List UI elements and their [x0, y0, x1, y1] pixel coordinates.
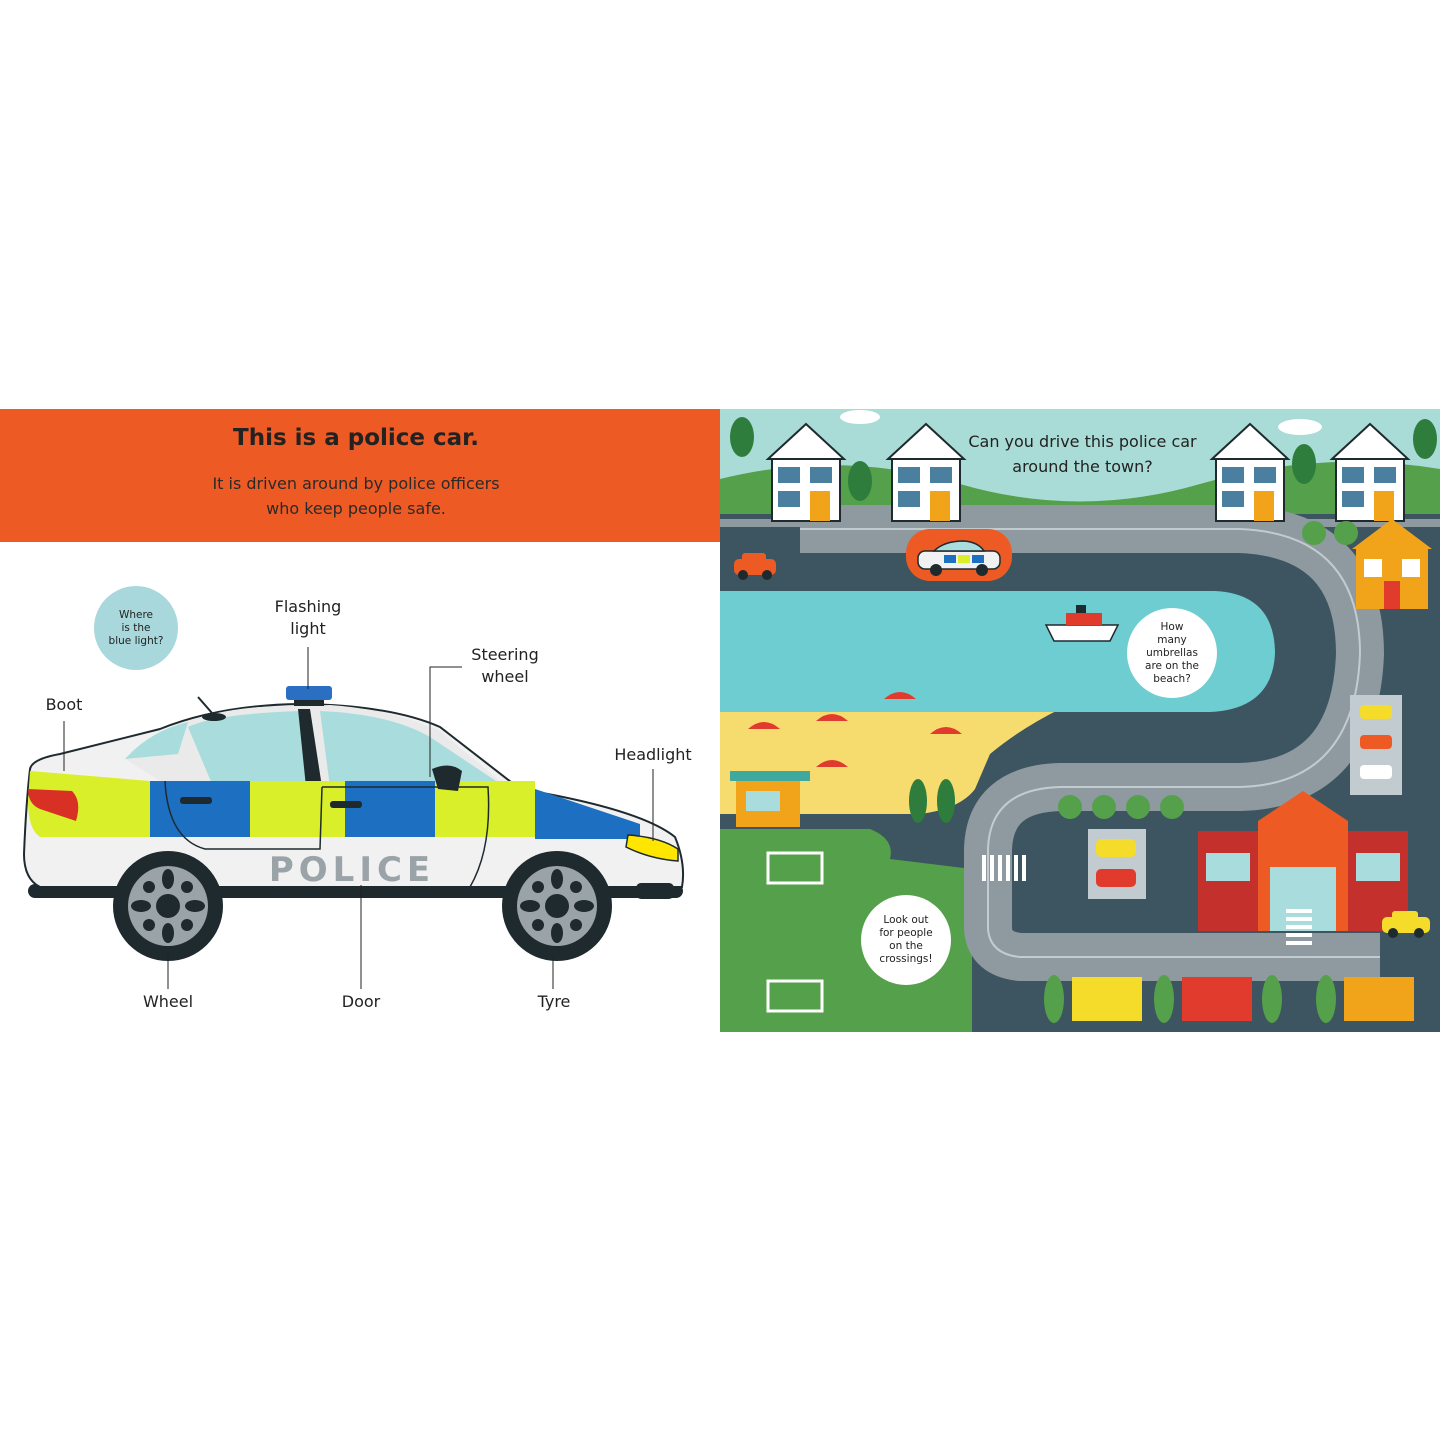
label-door: Door: [341, 992, 381, 1011]
front-vent: [636, 883, 674, 899]
stripe-blue-1: [150, 781, 250, 837]
rear-window: [125, 722, 188, 759]
crossing-line-2: for people: [879, 927, 933, 939]
front-door-handle: [330, 801, 362, 808]
police-car-illustration: POLICE: [22, 647, 685, 989]
title-banner: This is a police car. It is driven aroun…: [0, 409, 720, 542]
rear-door-handle: [180, 797, 212, 804]
subtitle-line-2: who keep people safe.: [266, 499, 446, 518]
label-wheel: Wheel: [142, 992, 194, 1011]
rear-wheel: [113, 851, 223, 961]
umbrella-line-5: beach?: [1153, 672, 1191, 685]
town-map-illustration: [720, 409, 1440, 1032]
umbrella-line-2: many: [1157, 633, 1187, 646]
umbrella-line-4: are on the: [1145, 659, 1199, 672]
headlight-shape: [625, 834, 679, 862]
label-steering-wheel-line-2: wheel: [481, 667, 529, 686]
page-subtitle: It is driven around by police officers w…: [0, 471, 712, 521]
book-spread: This is a police car. It is driven aroun…: [0, 409, 1440, 1032]
town-question-line-1: Can you drive this police car: [968, 432, 1197, 451]
bubble-line-2: is the: [121, 621, 151, 634]
label-flashing-light-line-2: light: [290, 619, 326, 638]
water: [720, 591, 1275, 712]
left-page: This is a police car. It is driven aroun…: [0, 409, 720, 1032]
front-wheel: [502, 851, 612, 961]
main-road-edge: [800, 528, 1380, 958]
windscreen: [320, 711, 505, 787]
label-tyre: Tyre: [537, 992, 571, 1011]
umbrella-question-bubble: How many umbrellas are on the beach?: [1127, 608, 1217, 698]
label-steering-wheel-line-1: Steering: [471, 645, 539, 664]
front-side-window: [188, 711, 306, 784]
boat: [1044, 605, 1120, 642]
stripe-blue-2: [345, 781, 435, 837]
page-title: This is a police car.: [233, 425, 479, 451]
umbrella-line-1: How: [1160, 620, 1184, 633]
side-mirror: [432, 765, 462, 791]
crossing-line-1: Look out: [883, 914, 929, 926]
mini-police-car: [917, 540, 1001, 576]
stripe-rear: [28, 771, 150, 837]
bubble-line-1: Where: [118, 608, 154, 621]
label-flashing-light: Flashing light: [258, 596, 358, 640]
umbrella-line-3: umbrellas: [1146, 646, 1198, 659]
crossing-line-4: crossings!: [879, 953, 933, 965]
label-steering-wheel: Steering wheel: [455, 644, 555, 688]
orange-house: [1352, 519, 1432, 609]
label-boot: Boot: [45, 695, 83, 714]
blue-light-question-bubble: Where is the blue light?: [94, 586, 178, 670]
town-question-line-2: around the town?: [1012, 457, 1153, 476]
label-headlight: Headlight: [614, 745, 692, 764]
stripe-yellow-2: [250, 781, 345, 837]
label-flashing-light-line-1: Flashing: [274, 597, 342, 616]
tail-light: [28, 789, 79, 821]
door-pillar: [298, 709, 322, 787]
subtitle-line-1: It is driven around by police officers: [212, 474, 500, 493]
town-question: Can you drive this police car around the…: [960, 429, 1205, 479]
crossing-line-3: on the: [889, 940, 923, 952]
right-page-town-map: Can you drive this police car around the…: [720, 409, 1440, 1032]
flashing-light-shape: [286, 686, 332, 700]
stripe-blue-front: [535, 789, 640, 839]
bottom-houses: [1072, 977, 1414, 1021]
houses-top: [765, 422, 1411, 522]
beach: [720, 709, 1060, 814]
crossing-reminder-bubble: Look out for people on the crossings!: [861, 895, 951, 985]
bubble-line-3: blue light?: [108, 634, 164, 647]
car-police-text: POLICE: [269, 850, 435, 890]
